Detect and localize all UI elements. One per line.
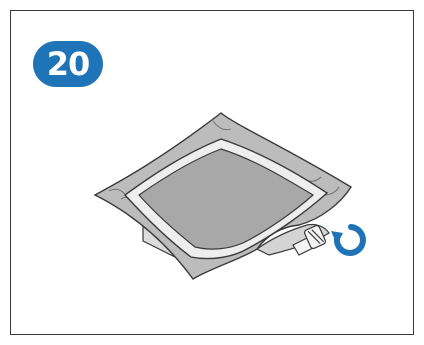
instruction-panel: 20: [10, 10, 414, 335]
step-badge: 20: [33, 41, 103, 87]
step-number: 20: [47, 48, 90, 80]
rotate-clockwise-arrow-icon: [331, 227, 363, 253]
embroidery-hoop-illustration: [81, 99, 381, 299]
